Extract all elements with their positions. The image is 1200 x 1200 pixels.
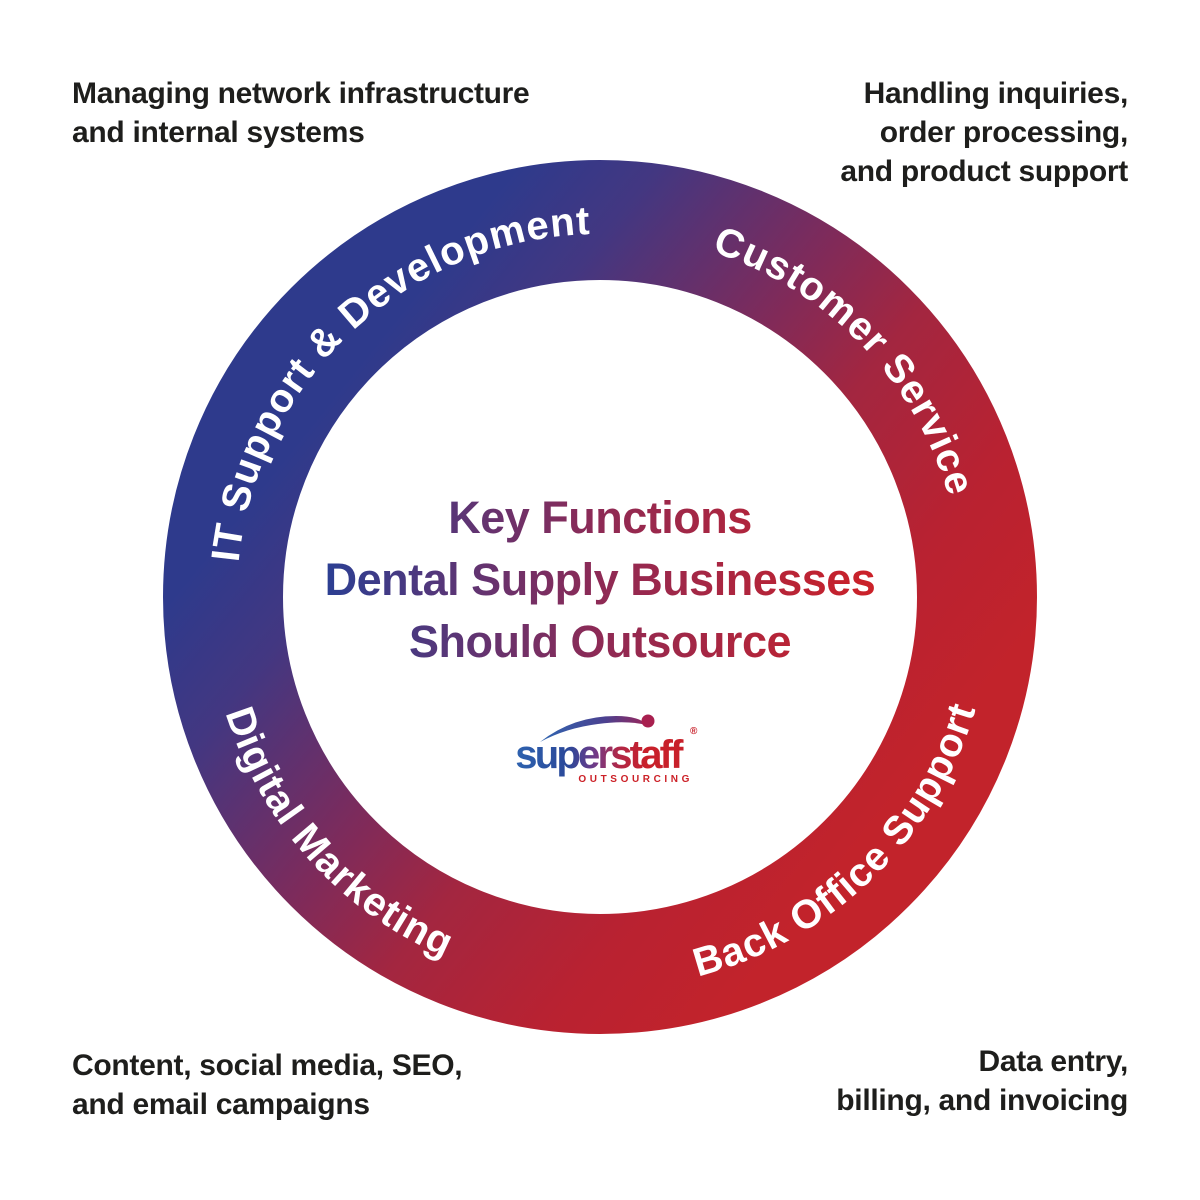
title-line-3: Should Outsource [408, 616, 791, 667]
annotation-bottom-right: Data entry, billing, and invoicing [836, 1042, 1128, 1120]
annotation-bottom-left: Content, social media, SEO, and email ca… [72, 1046, 463, 1124]
annotation-line: and email campaigns [72, 1088, 370, 1121]
annotation-line: Managing network infrastructure [72, 77, 530, 110]
page-title: Key Functions Dental Supply Businesses S… [325, 487, 876, 673]
annotation-line: Data entry, [978, 1045, 1128, 1078]
annotation-top-right: Handling inquiries, order processing, an… [840, 74, 1128, 191]
logo-swoosh-icon [540, 714, 655, 742]
title-line-1: Key Functions [448, 492, 752, 543]
annotation-line: Content, social media, SEO, [72, 1049, 463, 1082]
logo-subtext: OUTSOURCING [578, 774, 693, 785]
superstaff-logo: superstaff ® OUTSOURCING [515, 714, 698, 785]
annotation-line: order processing, [879, 116, 1129, 149]
logo-registered-mark: ® [690, 726, 698, 737]
title-line-2: Dental Supply Businesses [324, 554, 876, 605]
annotation-top-left: Managing network infrastructure and inte… [72, 74, 530, 152]
gradient-ring [163, 160, 1037, 1034]
logo-wordmark: superstaff [515, 733, 684, 777]
logo-word-staff: staff [610, 733, 684, 777]
annotation-line: Handling inquiries, [863, 77, 1129, 110]
annotation-line: billing, and invoicing [836, 1084, 1128, 1117]
annotation-line: and internal systems [72, 116, 365, 149]
logo-word-super: super [515, 733, 612, 777]
annotation-line: and product support [840, 155, 1128, 188]
